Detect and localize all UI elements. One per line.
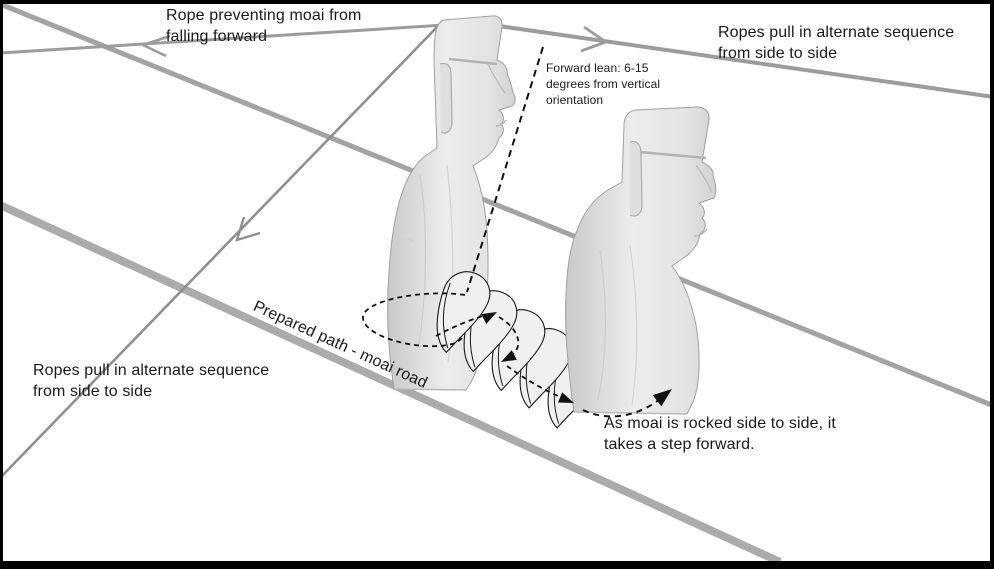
base-pivot-dashed-loop (362, 292, 466, 348)
moai-statue-front (564, 106, 717, 415)
step-arrow-icon (558, 392, 574, 403)
rope-arrow-left-icon (139, 34, 171, 58)
frame-border-right (990, 0, 994, 569)
step-arrowheads (481, 312, 672, 407)
step-arrow-icon (501, 350, 517, 362)
left-pull-rope (0, 23, 441, 479)
rope-arrow-right-icon (580, 25, 610, 53)
label-forward-lean: Forward lean: 6-15 degrees from vertical… (546, 61, 661, 107)
frame-border-left (0, 0, 3, 569)
rope-arrow-down-left-icon (235, 216, 261, 242)
moai-rear-ear (439, 62, 453, 134)
rear-restraint-rope (0, 23, 446, 55)
label-rope-preventing: Rope preventing moai from falling forwar… (166, 7, 362, 45)
far-road-edge-line (0, 1, 994, 409)
label-ropes-pull-left: Ropes pull in alternate sequence from si… (33, 362, 270, 400)
label-ropes-pull-right: Ropes pull in alternate sequence from si… (718, 24, 955, 62)
frame-border-top (0, 0, 994, 4)
forward-lean-dashed-line (466, 46, 544, 293)
step-arrow-icon (481, 312, 497, 324)
rocking-arrow-icon (652, 389, 672, 407)
near-road-edge-line (0, 201, 782, 566)
moai-front-ear (629, 140, 643, 217)
rocking-arc-dashed (582, 391, 669, 418)
right-pull-rope (477, 21, 994, 99)
label-step-forward: As moai is rocked side to side, it takes… (604, 415, 836, 453)
frame-border-bottom (0, 561, 994, 569)
